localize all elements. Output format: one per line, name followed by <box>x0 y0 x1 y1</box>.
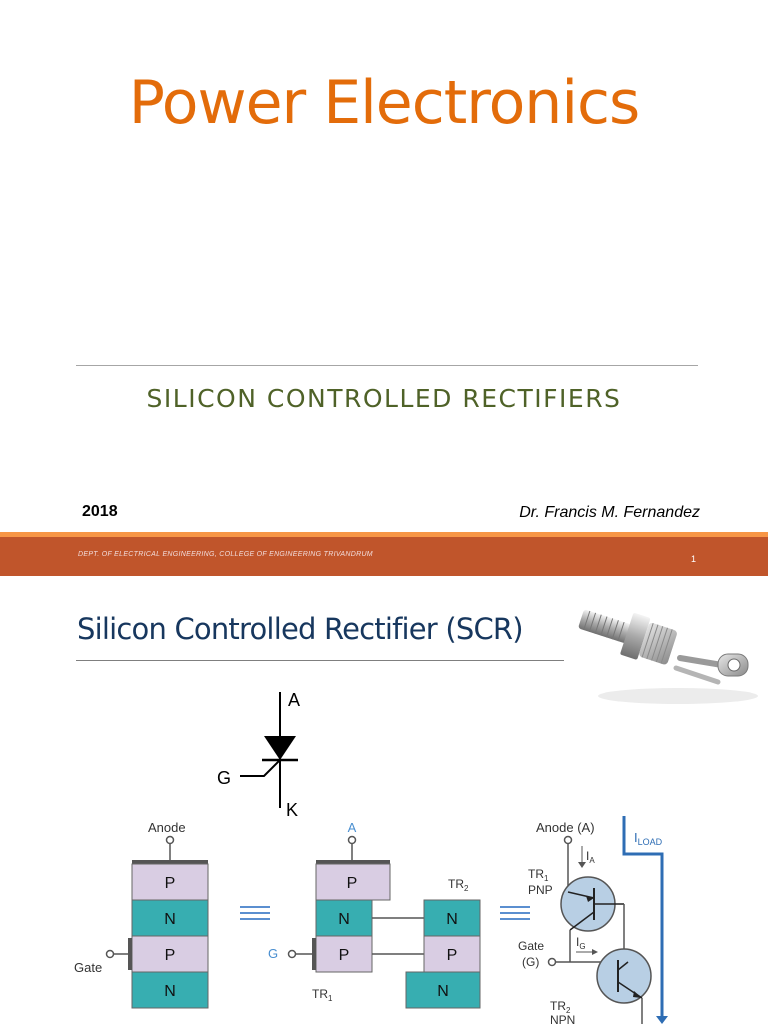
layer-label: N <box>164 983 176 1000</box>
layer-label: N <box>338 911 350 928</box>
equiv-gate-g: (G) <box>522 955 539 969</box>
scr-structure-diagram: Anode P N P N Gate A <box>74 816 668 1024</box>
tr2-label: TR2 <box>448 877 469 893</box>
page-number: 1 <box>691 554 697 564</box>
title-divider <box>76 365 698 366</box>
cathode-label: K <box>286 800 298 820</box>
layer-p1 <box>131 863 209 901</box>
layer-label: N <box>164 911 176 928</box>
equiv-tr1-label: TR1 <box>528 867 549 883</box>
author-label: Dr. Francis M. Fernandez <box>519 504 700 521</box>
layer-n1 <box>131 899 209 937</box>
layer-label: P <box>165 947 176 964</box>
anode-terminal-label: Anode <box>148 820 186 835</box>
ia-label: IA <box>586 849 595 865</box>
split-layer-p <box>423 935 481 973</box>
equiv-anode-label: Anode (A) <box>536 820 595 835</box>
equiv-gate-label: Gate <box>518 939 544 953</box>
layer-label: P <box>165 875 176 892</box>
title-slide: Power Electronics SILICON CONTROLLED REC… <box>0 68 768 576</box>
layer-label: N <box>446 911 458 928</box>
split-layer-n <box>405 971 481 1009</box>
split-layer-p <box>315 935 373 973</box>
layer-label: P <box>447 947 458 964</box>
title-underline <box>76 660 564 661</box>
equiv-tr1-type: PNP <box>528 883 553 897</box>
scr-device-photo <box>578 609 758 704</box>
two-transistor-equivalent: Anode (A) IA TR1 PNP IG Gate (G) <box>518 816 668 1024</box>
layer-n2 <box>131 971 209 1009</box>
ig-label: IG <box>576 935 586 951</box>
equivalence-sign <box>240 906 270 920</box>
layer-p2 <box>131 935 209 973</box>
four-layer-structure: Anode P N P N Gate <box>74 820 209 1009</box>
slide-subtitle: SILICON CONTROLLED RECTIFIERS <box>146 384 622 413</box>
tr1-label: TR1 <box>312 987 333 1003</box>
footer-text: DEPT. OF ELECTRICAL ENGINEERING, COLLEGE… <box>78 551 373 558</box>
equivalence-sign <box>500 906 530 920</box>
equiv-tr2-label: TR2 <box>550 999 571 1015</box>
split-layer-n <box>315 899 373 937</box>
thyristor-triangle-icon <box>264 736 296 760</box>
layer-label: N <box>437 983 449 1000</box>
scr-symbol: A G K <box>217 690 300 820</box>
year-label: 2018 <box>82 503 118 520</box>
slide-title: Silicon Controlled Rectifier (SCR) <box>77 612 524 646</box>
equiv-tr2-type: NPN <box>550 1013 575 1024</box>
npn-transistor-icon <box>596 948 652 1004</box>
scr-slide: Silicon Controlled Rectifier (SCR) <box>0 576 768 1024</box>
layer-label: P <box>339 947 350 964</box>
split-layer-p <box>315 863 391 901</box>
gate-label: G <box>217 768 231 788</box>
load-current-arrow-icon <box>622 816 664 1020</box>
gate-terminal-label: Gate <box>74 960 102 975</box>
split-anode-label: A <box>348 820 357 835</box>
anode-label: A <box>288 690 300 710</box>
slide-title: Power Electronics <box>128 68 641 138</box>
footer-bar: DEPT. OF ELECTRICAL ENGINEERING, COLLEGE… <box>0 537 768 576</box>
split-layer-n <box>423 899 481 937</box>
two-transistor-split: A P N P G N P N TR2 TR1 <box>268 820 481 1009</box>
split-gate-label: G <box>268 946 278 961</box>
iload-label: ILOAD <box>634 830 663 847</box>
gate-lead <box>240 759 281 777</box>
footer-accent-bar <box>0 532 768 537</box>
layer-label: P <box>347 875 358 892</box>
